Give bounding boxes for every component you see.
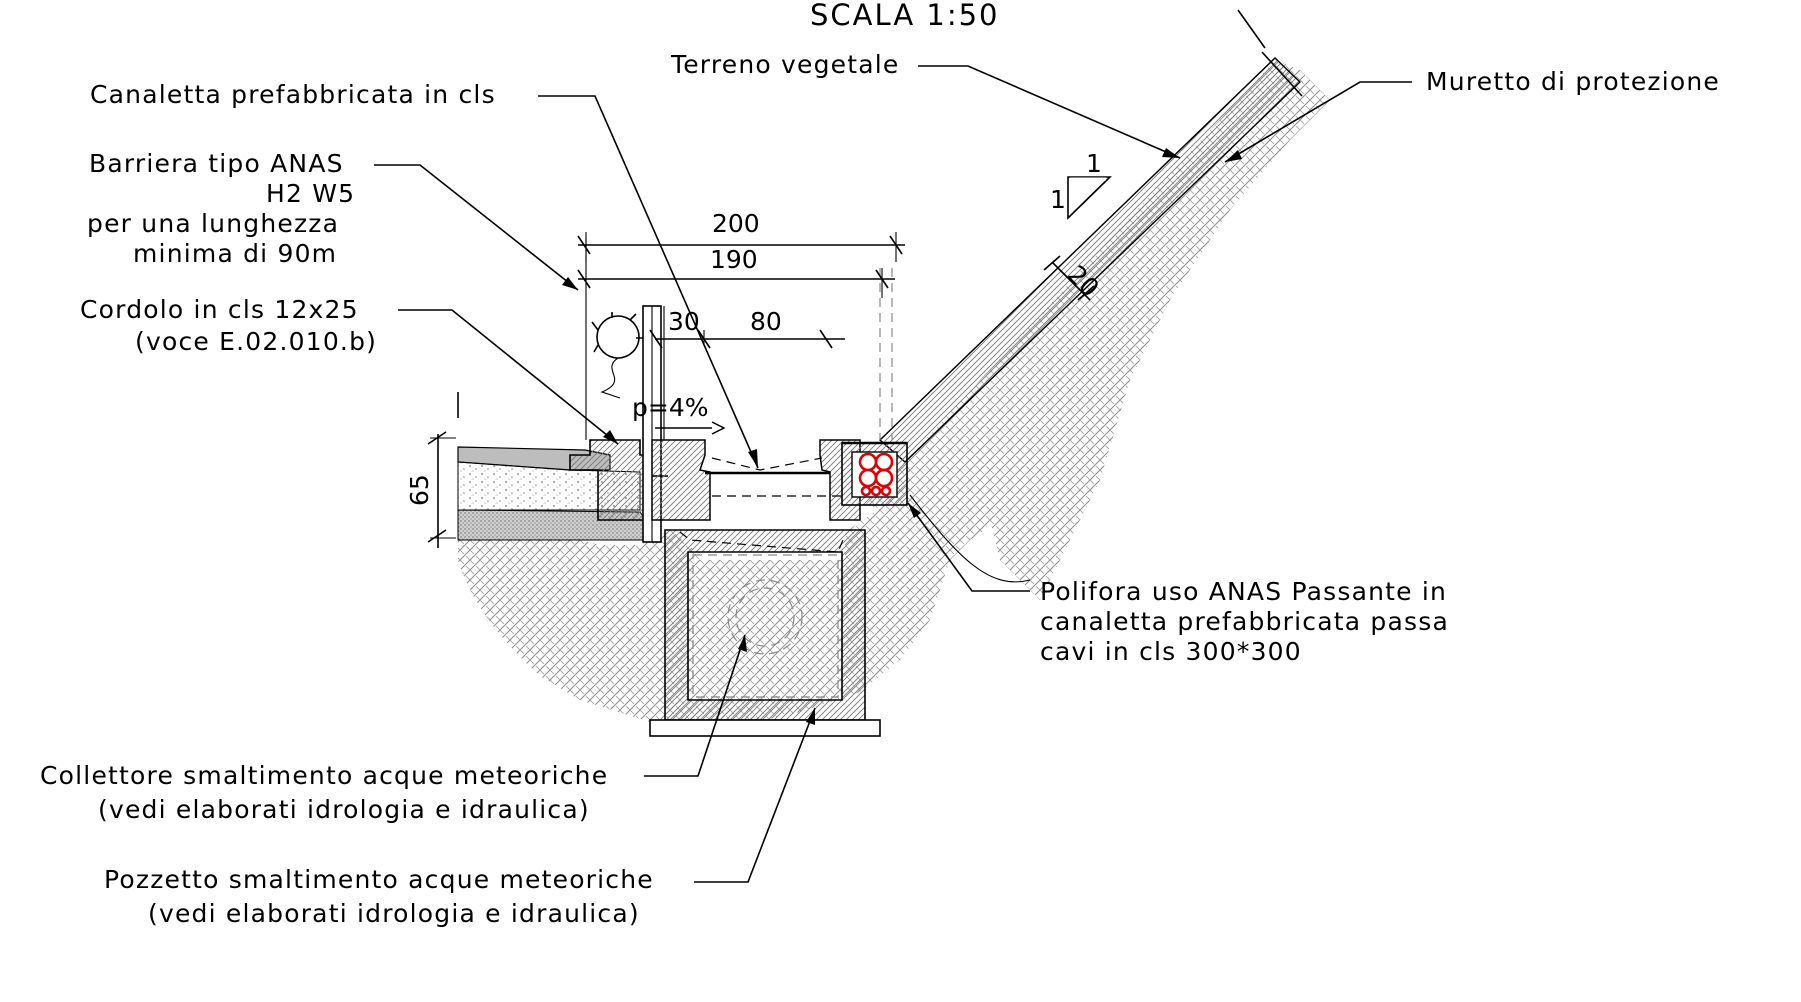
arrow-muretto [1225, 150, 1242, 162]
cordolo-curb [569, 439, 653, 521]
leader-muretto [1224, 81, 1412, 163]
arrow-canaletta [748, 449, 758, 468]
pozzetto-top-dashed [679, 531, 846, 553]
label-polifora-1: Polifora uso ANAS Passante in [1040, 577, 1447, 606]
slope-label: p=4% [632, 393, 708, 422]
arrow-barriera [562, 277, 578, 290]
dimension-80-label: 80 [750, 307, 782, 336]
label-collettore-2: (vedi elaborati idrologia e idraulica) [98, 795, 590, 824]
scale-title: SCALA 1:50 [810, 0, 1000, 32]
label-pozzetto-1: Pozzetto smaltimento acque meteoriche [104, 865, 654, 894]
gutter-left-wall [651, 439, 711, 521]
arrow-collettore [738, 635, 747, 652]
dimension-65 [427, 431, 456, 548]
label-barriera-4: minima di 90m [133, 239, 337, 268]
slope-ratio-rise: 1 [1086, 149, 1102, 178]
label-pozzetto-2: (vedi elaborati idrologia e idraulica) [148, 899, 640, 928]
collettore-pipe-inner [735, 587, 795, 647]
label-cordolo-1: Cordolo in cls 12x25 [80, 295, 359, 324]
barrier-beam [596, 315, 640, 359]
barrier-beam-arms [591, 312, 643, 353]
barrier-wave [600, 357, 621, 399]
label-barriera-2: H2 W5 [266, 179, 355, 208]
leader-collettore [644, 634, 746, 777]
pozzetto-base-slab [649, 719, 881, 737]
dimension-65-label: 65 [405, 474, 434, 506]
cable-tubes [858, 452, 894, 497]
label-terreno-vegetale: Terreno vegetale [670, 50, 900, 79]
label-polifora-3: cavi in cls 300*300 [1040, 637, 1302, 666]
ground-edge-line [909, 494, 1031, 583]
label-barriera-1: Barriera tipo ANAS [89, 149, 344, 178]
slope-ratio-triangle [1067, 176, 1112, 220]
leader-terreno-vegetale [918, 65, 1181, 159]
dimension-200 [577, 232, 905, 262]
dimension-30-80 [649, 329, 845, 349]
label-cordolo-2: (voce E.02.010.b) [135, 327, 377, 356]
dimension-20 [1043, 255, 1095, 301]
dimension-190 [577, 268, 895, 298]
collettore-pipe [727, 579, 803, 655]
muretto-top-tick [1261, 51, 1303, 97]
arrow-terreno-vegetale [1162, 148, 1180, 158]
label-collettore-1: Collettore smaltimento acque meteoriche [40, 761, 608, 790]
dimension-200-label: 200 [712, 209, 760, 238]
gutter-flow-line [711, 457, 823, 471]
leader-pozzetto [694, 707, 816, 883]
arrow-polifora [908, 503, 921, 518]
leader-cordolo [398, 309, 619, 445]
leader-canaletta [538, 95, 759, 469]
label-barriera-3: per una lunghezza [87, 209, 339, 238]
slope-arrowhead [711, 421, 726, 435]
pozzetto-inner-outline [692, 554, 839, 698]
slope-ratio-run: 1 [1050, 185, 1066, 214]
leader-polifora [907, 502, 1030, 592]
label-polifora-2: canaletta prefabbricata passa [1040, 607, 1449, 636]
label-canaletta: Canaletta prefabbricata in cls [90, 80, 496, 109]
dimension-190-label: 190 [710, 245, 758, 274]
label-muretto: Muretto di protezione [1426, 67, 1720, 96]
leader-barriera [374, 164, 579, 291]
arrow-pozzetto [806, 708, 815, 725]
slope-leader-top [1237, 9, 1266, 49]
dimension-30-label: 30 [668, 307, 700, 336]
arrow-cordolo [603, 430, 618, 444]
